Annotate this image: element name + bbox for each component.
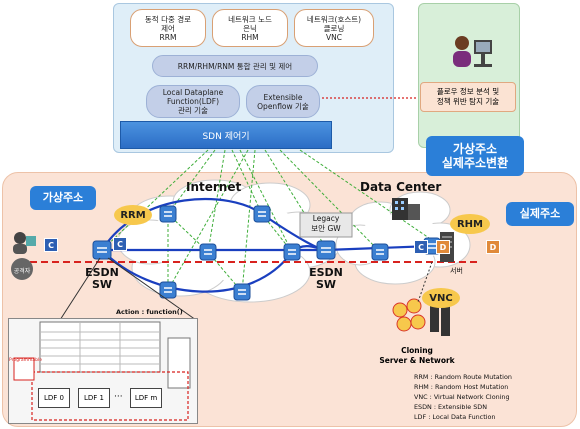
switch-nodes	[92, 205, 441, 301]
legend-vnc: VNC : Virtual Network Cloning	[414, 393, 510, 401]
clone-link	[417, 261, 433, 303]
zoom-line-right	[107, 257, 197, 321]
action-label: Action : function()	[116, 308, 183, 316]
internet-label: Internet	[186, 180, 242, 194]
packet-d-server: D	[486, 240, 500, 254]
ldf-ellipsis: ···	[114, 392, 123, 402]
server-label: 서버	[450, 267, 463, 275]
analyst-panel	[418, 3, 520, 148]
real-address-callout: 실제주소	[506, 202, 574, 226]
packet-d-gw: D	[436, 240, 450, 254]
cloning-servers-icon	[392, 298, 450, 336]
analyst-person-icon	[453, 36, 492, 67]
programmable-label: Programmable	[9, 358, 43, 363]
packet-c-rrm: C	[113, 237, 127, 251]
acronym-legend: RRM : Random Route Mutation RHM : Random…	[414, 372, 578, 422]
integrated-control-box: RRM/RHM/RNM 통합 관리 및 제어	[152, 55, 318, 77]
legacy-gw-box	[299, 212, 353, 238]
attacker-badge	[11, 258, 33, 280]
datacenter-building	[392, 198, 420, 220]
legend-esdn: ESDN : Extensible SDN	[414, 403, 487, 411]
zoom-line-left	[59, 257, 101, 321]
packet-c-attacker: C	[44, 238, 58, 252]
legend-ldf: LDF : Local Data Function	[414, 413, 496, 421]
ldf-0-box: LDF 0	[38, 388, 70, 408]
legend-rhm: RHM : Random Host Mutation	[414, 383, 509, 391]
ldf-detail-graphic	[13, 321, 191, 421]
attacker-icon	[13, 232, 36, 254]
data-center-label: Data Center	[360, 180, 442, 194]
packet-c-gw: C	[414, 240, 428, 254]
attacker-label: 공격자	[13, 268, 31, 275]
legend-rrm: RRM : Random Route Mutation	[414, 373, 512, 381]
rhm-label: RHM	[450, 214, 490, 234]
vnc-label: VNC	[422, 288, 460, 308]
rrm-label: RRM	[114, 205, 152, 225]
sdn-controller-slab: SDN 제어기	[120, 121, 332, 149]
ldf-1-box: LDF 1	[78, 388, 110, 408]
ldf-m-box: LDF m	[130, 388, 162, 408]
virtual-address-callout: 가상주소	[30, 186, 96, 210]
